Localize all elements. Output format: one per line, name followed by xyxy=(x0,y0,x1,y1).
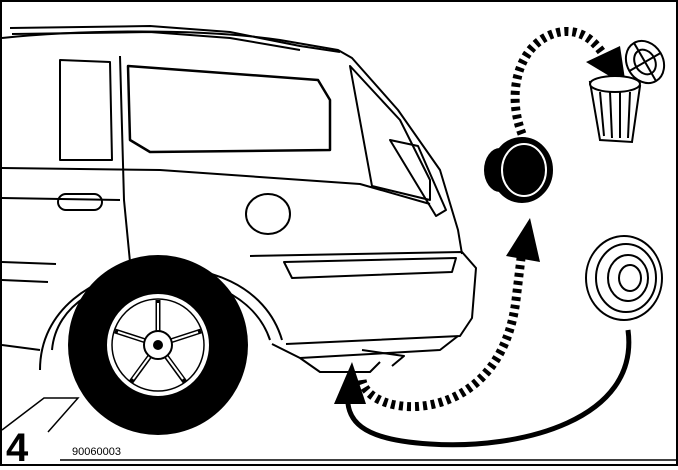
alloy-wheel-icon xyxy=(68,255,248,435)
step-number: 4 xyxy=(6,428,28,468)
arrow-remove-plug xyxy=(362,218,540,407)
new-grommet-plug-icon xyxy=(586,236,662,320)
black-rubber-plug-icon xyxy=(484,138,552,202)
arrow-fit-plug xyxy=(334,330,629,445)
reference-code: 90060003 xyxy=(72,446,121,458)
